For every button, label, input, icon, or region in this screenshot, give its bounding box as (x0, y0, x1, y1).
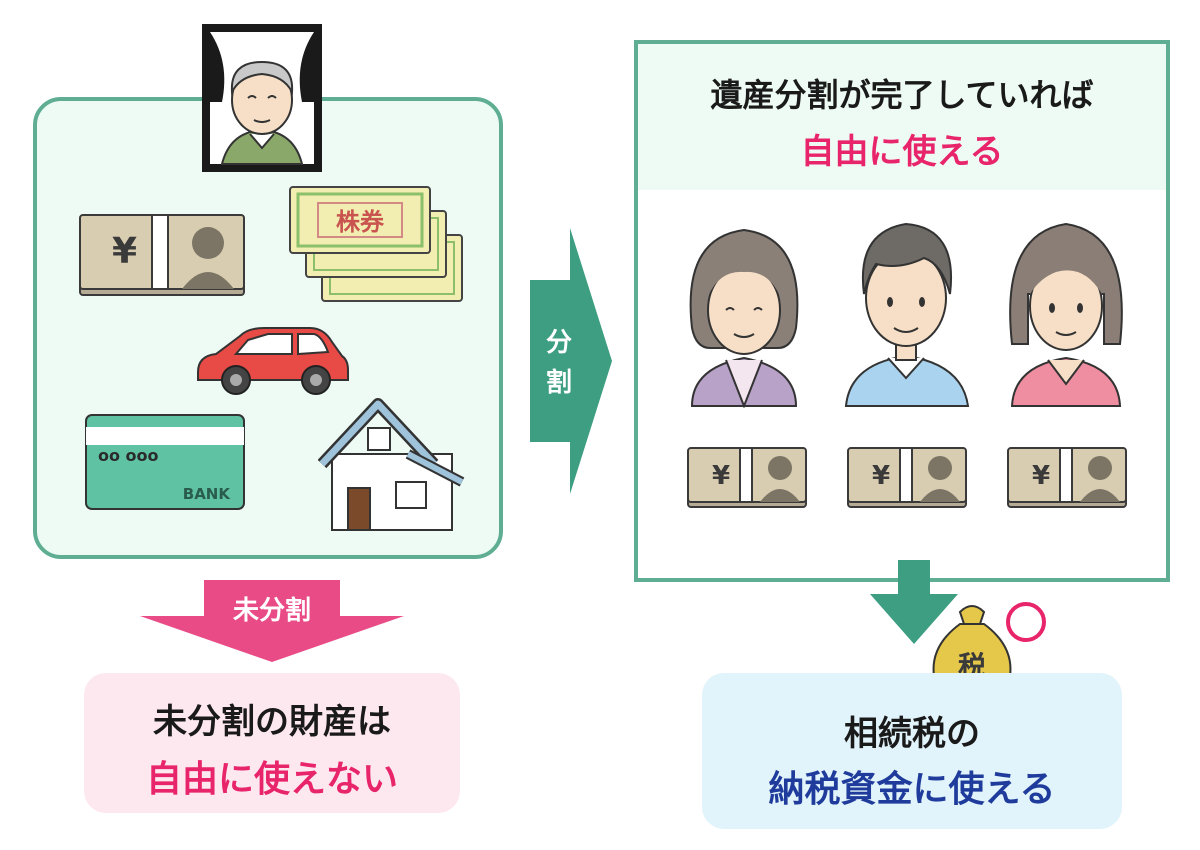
tax-result-line1: 相続税の (844, 714, 980, 754)
yen-bundle-heir3-icon: ¥ (1007, 447, 1127, 508)
card-bank-label: BANK (183, 485, 232, 503)
heirs-header-line1: 遺産分割が完了していれば (710, 76, 1094, 114)
yen-bundle-icon: ¥ (79, 214, 245, 296)
yen-symbol: ¥ (112, 231, 137, 272)
yen-symbol: ¥ (1032, 461, 1050, 491)
undivided-arrow-label: 未分割 (232, 596, 311, 626)
divide-arrow-label-2: 割 (545, 368, 572, 398)
heir-woman-icon (1009, 222, 1123, 407)
ok-circle-icon (1006, 602, 1046, 642)
yen-symbol: ¥ (872, 461, 890, 491)
heir-man-icon (844, 222, 970, 407)
undivided-arrow (140, 580, 404, 662)
tax-result-line2: 納税資金に使える (768, 769, 1056, 810)
bank-card-icon: oo ooo BANK (85, 414, 245, 510)
yen-bundle-heir1-icon: ¥ (687, 447, 807, 508)
divide-arrow-label-1: 分 (545, 328, 572, 358)
yen-symbol: ¥ (712, 461, 730, 491)
house-icon (318, 398, 465, 531)
stock-certificate-icon: 株券 (289, 186, 463, 302)
car-icon (197, 327, 349, 395)
heirs-panel-header (638, 44, 1166, 190)
heir-elderly-woman-icon (689, 228, 799, 408)
stock-label: 株券 (336, 208, 385, 236)
deceased-portrait-icon (202, 24, 322, 172)
undivided-result-line2: 自由に使えない (145, 759, 398, 800)
undivided-result-box (84, 673, 460, 813)
divide-arrow (530, 228, 612, 494)
heirs-header-line2: 自由に使える (800, 132, 1004, 172)
tax-down-arrow (870, 560, 958, 644)
yen-bundle-heir2-icon: ¥ (847, 447, 967, 508)
tax-result-box (702, 673, 1122, 829)
card-dots: oo ooo (98, 446, 159, 465)
undivided-result-line1: 未分割の財産は (153, 702, 391, 742)
